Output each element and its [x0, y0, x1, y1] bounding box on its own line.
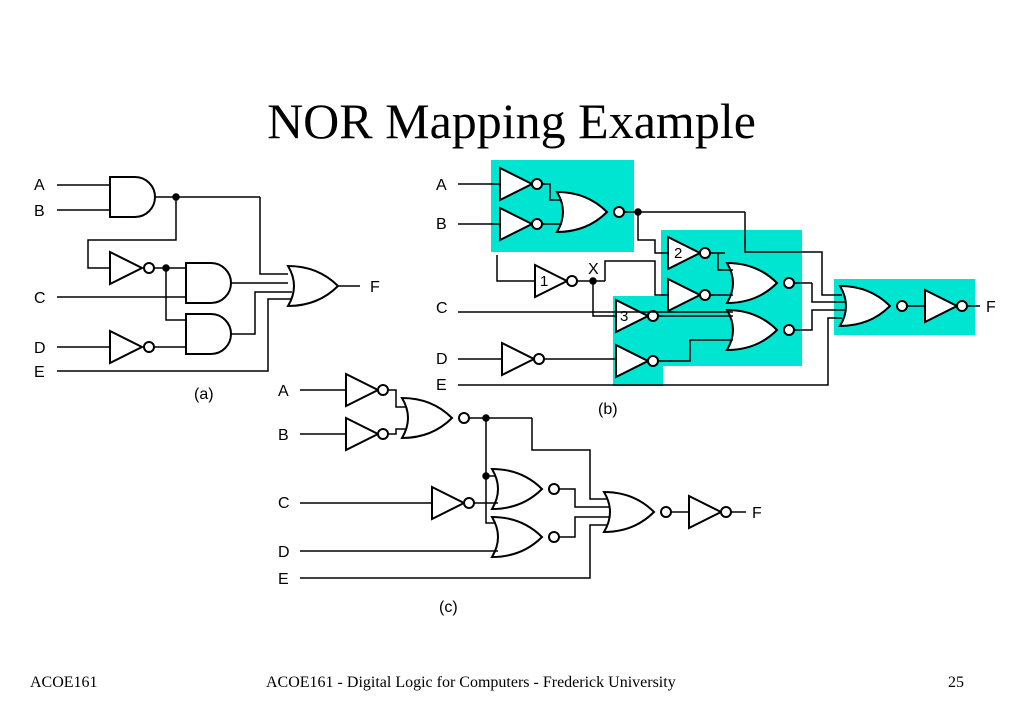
circuit-c — [300, 373, 746, 579]
circuit-a-input-d: D — [34, 340, 46, 357]
circuit-b-caption: (b) — [598, 401, 618, 418]
circuit-b-input-b: B — [436, 216, 447, 233]
circuit-a-output-f: F — [370, 279, 380, 296]
circuit-b — [458, 167, 980, 386]
circuit-c-input-e: E — [278, 571, 289, 588]
inverter-label-1: 1 — [540, 273, 548, 290]
inverter-c-bubble — [143, 262, 155, 274]
circuit-b-input-d: D — [436, 351, 448, 368]
or-gate-output — [287, 265, 339, 307]
circuit-c-caption: (c) — [439, 599, 458, 616]
circuit-a-input-b: B — [34, 203, 45, 220]
circuit-a-input-e: E — [34, 364, 45, 381]
slide-title: NOR Mapping Example — [267, 93, 756, 149]
circuit-c-input-d: D — [278, 544, 290, 561]
circuit-b-input-c: C — [436, 300, 448, 317]
circuit-c-input-b: B — [278, 427, 289, 444]
circuit-c-output-f: F — [752, 505, 762, 522]
circuit-c-input-c: C — [278, 495, 290, 512]
inverter-d-bubble — [143, 341, 155, 353]
circuit-b-input-a: A — [436, 177, 447, 194]
inverter-label-2: 2 — [674, 245, 682, 262]
circuit-b-labels: A B C D E F X 1 2 3 (b) — [436, 177, 996, 418]
footer-center: ACOE161 - Digital Logic for Computers - … — [266, 674, 676, 691]
and-gate-ab — [109, 176, 156, 218]
inverter-d — [109, 330, 143, 364]
and-gate-lower — [185, 313, 232, 355]
circuit-c-labels: A B C D E F (c) — [278, 383, 762, 616]
circuit-b-output-f: F — [986, 299, 996, 316]
circuit-c-input-a: A — [278, 383, 289, 400]
circuit-a-input-a: A — [34, 177, 45, 194]
page-number: 25 — [948, 674, 964, 691]
inverter-c — [109, 251, 143, 285]
circuit-a — [57, 176, 360, 372]
circuit-b-input-e: E — [436, 377, 447, 394]
footer-left: ACOE161 — [30, 674, 98, 691]
circuit-b-node-x: X — [588, 261, 599, 278]
circuit-a-input-c: C — [34, 290, 46, 307]
and-gate-upper — [185, 262, 232, 304]
inverter-label-3: 3 — [620, 308, 628, 325]
circuit-a-caption: (a) — [194, 386, 214, 403]
circuit-a-labels: A B C D E F (a) — [34, 177, 380, 403]
